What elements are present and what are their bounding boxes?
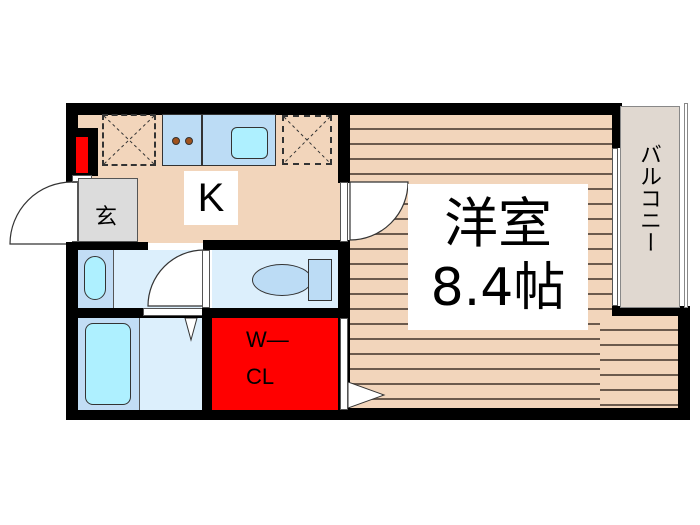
toilet-tank-icon <box>308 259 332 301</box>
walk-in-closet: W— CL <box>212 318 338 410</box>
balcony-outer-rail <box>684 103 688 308</box>
balcony-area: バルコニー <box>620 106 680 308</box>
bath-door-frame <box>143 308 203 316</box>
genkan-wall-bottom <box>66 242 148 250</box>
stove-counter <box>162 114 202 166</box>
bath-wall-right <box>202 308 212 420</box>
sink-icon <box>231 127 268 159</box>
closet-door-indicator <box>348 382 386 408</box>
western-room-label: 洋室 <box>444 192 552 255</box>
washroom-door-frame <box>202 250 210 308</box>
outer-wall-bottom <box>66 408 690 420</box>
sink-counter <box>202 114 276 166</box>
shoe-cabinet <box>76 137 88 173</box>
balcony-window <box>612 148 618 306</box>
western-room-floor-ext <box>600 316 678 408</box>
kitchen-wall-bottom <box>203 240 349 250</box>
burner-icon <box>172 137 180 145</box>
outer-wall-right <box>678 308 690 420</box>
storage-cabinet-left <box>102 114 156 166</box>
bathtub-area <box>78 318 140 410</box>
genkan-label: 玄 <box>95 205 118 230</box>
kitchen-label: K <box>197 175 225 220</box>
bathtub-icon <box>85 323 131 405</box>
balcony-wall-bottom <box>610 306 690 316</box>
genkan-area: 玄 <box>78 178 138 242</box>
washbasin-counter <box>78 250 114 308</box>
washbasin-icon <box>84 256 106 300</box>
toilet-bowl-icon <box>252 264 312 296</box>
closet-door-frame <box>340 318 348 410</box>
room-wall-right <box>610 103 620 148</box>
western-room-size: 8.4帖 <box>430 258 566 318</box>
toilet-room <box>212 250 340 308</box>
western-room-label-box: 洋室 8.4帖 <box>408 184 588 330</box>
closet-label-line1: W— <box>246 327 289 352</box>
entrance-door-swing[interactable] <box>8 180 74 246</box>
room-wall-left <box>338 103 350 183</box>
room-door-swing[interactable] <box>348 180 410 242</box>
kitchen-label-box: K <box>184 171 238 225</box>
storage-cabinet-right <box>282 115 332 165</box>
closet-label-line2: CL <box>246 364 275 389</box>
washroom-door-swing[interactable] <box>146 248 206 308</box>
burner-icon <box>185 137 193 145</box>
bath-door-indicator <box>184 318 198 342</box>
room-door-frame <box>340 182 348 242</box>
balcony-label: バルコニー <box>636 143 661 253</box>
